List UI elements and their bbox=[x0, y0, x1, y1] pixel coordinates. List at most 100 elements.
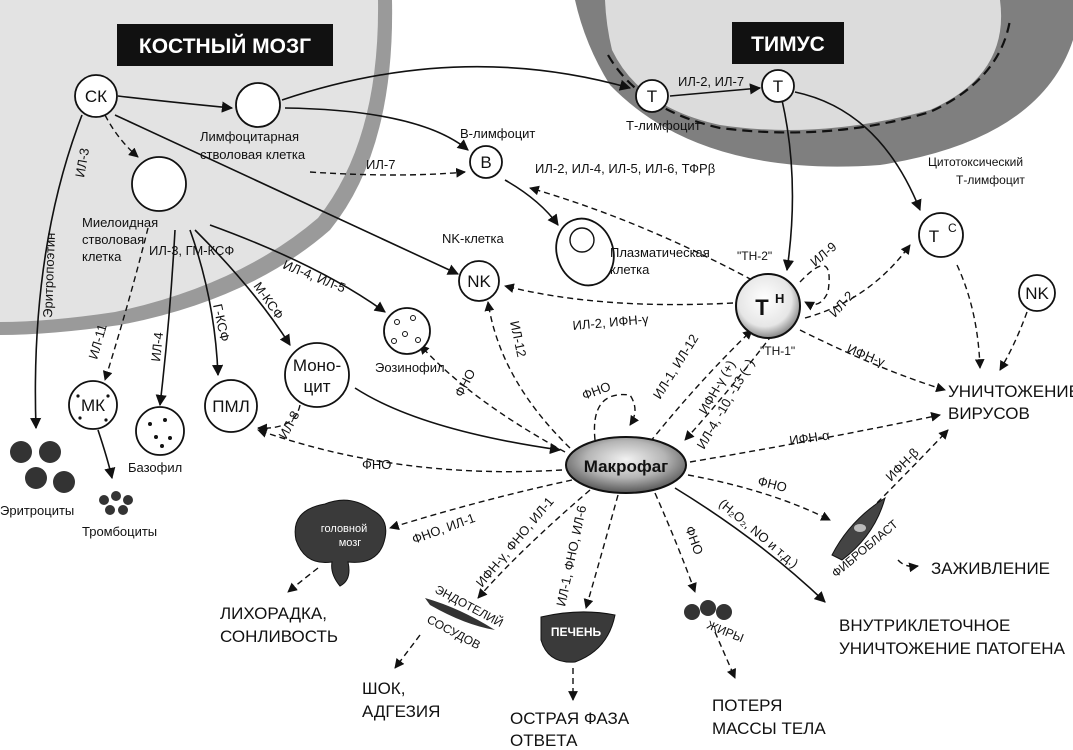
ifn-gamma-right-label: ИФН-γ bbox=[845, 341, 888, 370]
myeloid-stem-label-2: стволовая bbox=[82, 232, 144, 247]
eosinophil-cell: Эозинофил bbox=[375, 307, 445, 375]
monocyte-cell: Моно- цит bbox=[284, 342, 350, 408]
thymus-t-cell: T Т-лимфоцит bbox=[626, 79, 701, 133]
fno-eos-label: ФНО bbox=[451, 366, 478, 399]
il1-il12-label: ИЛ-1, ИЛ-12 bbox=[650, 331, 702, 401]
fat-cells: ЖИРЫ bbox=[684, 600, 746, 645]
plasma-label-2: клетка bbox=[610, 262, 650, 277]
thrombocytes-label: Тромбоциты bbox=[82, 524, 157, 539]
virus-outcome-1: УНИЧТОЖЕНИЕ bbox=[948, 382, 1073, 401]
bone-marrow-title-box bbox=[117, 24, 333, 66]
macrophage-label: Макрофаг bbox=[584, 457, 669, 476]
il3-label: ИЛ-3 bbox=[72, 147, 92, 179]
t-cell: T bbox=[761, 69, 795, 103]
nk-cell-label: NK-клетка bbox=[442, 231, 505, 246]
weight-outcome-2: МАССЫ ТЕЛА bbox=[712, 719, 826, 738]
basophil-cell: Базофил bbox=[128, 406, 185, 475]
intracellular-outcome-2: УНИЧТОЖЕНИЕ ПАТОГЕНА bbox=[839, 639, 1066, 658]
thrombocytes: Тромбоциты bbox=[82, 491, 157, 539]
th2-label: "TH-2" bbox=[737, 249, 772, 263]
il8-label: ИЛ-8 bbox=[275, 408, 302, 441]
weight-outcome-1: ПОТЕРЯ bbox=[712, 696, 782, 715]
il4-il5-label: ИЛ-4, ИЛ-5 bbox=[281, 257, 348, 296]
b-lymphocyte: B B-лимфоцит bbox=[460, 126, 535, 179]
virus-outcome-2: ВИРУСОВ bbox=[948, 404, 1030, 423]
monocyte-label-1: Моно- bbox=[293, 356, 341, 375]
liver-label: ПЕЧЕНЬ bbox=[551, 625, 602, 639]
bone-marrow-title: КОСТНЫЙ МОЗГ bbox=[139, 34, 311, 58]
fever-outcome-1: ЛИХОРАДКА, bbox=[220, 604, 327, 623]
intracellular-outcome-1: ВНУТРИКЛЕТОЧНОЕ bbox=[839, 616, 1010, 635]
ifn-alpha-label: ИФН-α bbox=[788, 427, 831, 448]
plasma-label-1: Плазматическая bbox=[610, 245, 710, 260]
fever-outcome-2: СОНЛИВОСТЬ bbox=[220, 627, 338, 646]
shock-outcome-1: ШОК, bbox=[362, 679, 405, 698]
erythrocytes: Эритроциты bbox=[0, 441, 75, 518]
lymphoid-stem-label-2: стволовая клетка bbox=[200, 147, 306, 162]
il2-ifn-label: ИЛ-2, ИФН-γ bbox=[572, 311, 650, 333]
nk-letter: NK bbox=[467, 272, 491, 291]
th1-label: "TH-1" bbox=[760, 344, 795, 358]
tc-sup: C bbox=[948, 221, 957, 235]
fno-il1-brain-label: ФНО, ИЛ-1 bbox=[410, 510, 477, 547]
nk-cell: NK-клетка NK bbox=[442, 231, 505, 302]
megakaryocyte-cell: МК bbox=[68, 380, 118, 430]
sk-label: СК bbox=[85, 87, 107, 106]
basophil-label: Базофил bbox=[128, 460, 182, 475]
mk-label: МК bbox=[81, 396, 105, 415]
tc-letter: T bbox=[929, 227, 939, 246]
shock-outcome-2: АДГЕЗИЯ bbox=[362, 702, 440, 721]
th-letter: T bbox=[755, 295, 769, 320]
b-letter: B bbox=[480, 153, 491, 172]
brain-organ: головной мозг bbox=[294, 499, 387, 587]
pml-cell: ПМЛ bbox=[204, 379, 258, 433]
il1-fno-il6-label: ИЛ-1, ФНО, ИЛ-6 bbox=[553, 504, 589, 608]
il3-gmcsf-label: ИЛ-3, ГМ-КСФ bbox=[149, 243, 234, 258]
cytotoxic-t-cell: Цитотоксический Т-лимфоцит T C bbox=[918, 155, 1025, 258]
liver-organ: ПЕЧЕНЬ bbox=[540, 611, 616, 663]
il2-tc-label: ИЛ-2 bbox=[826, 288, 857, 320]
monocyte-label-2: цит bbox=[303, 377, 330, 396]
thymus-region: ТИМУС bbox=[575, 0, 1073, 167]
arrows bbox=[30, 65, 1028, 701]
myeloid-stem-label-3: клетка bbox=[82, 249, 122, 264]
healing-outcome: ЗАЖИВЛЕНИЕ bbox=[931, 559, 1050, 578]
il-group-b-label: ИЛ-2, ИЛ-4, ИЛ-5, ИЛ-6, ТФРβ bbox=[535, 161, 715, 176]
fno-loop-label: ФНО bbox=[580, 379, 613, 403]
il9-label: ИЛ-9 bbox=[807, 239, 839, 269]
fno-fats-label: ФНО bbox=[682, 524, 706, 557]
il12-label: ИЛ-12 bbox=[507, 320, 529, 359]
plasma-cell: Плазматическая клетка bbox=[555, 217, 710, 287]
fats-label: ЖИРЫ bbox=[705, 618, 746, 645]
ifn-fno-il1-label: ИФН-γ, ФНО, ИЛ-1 bbox=[473, 494, 557, 590]
erythrocytes-label: Эритроциты bbox=[0, 503, 74, 518]
endothelium-organ: ЭНДОТЕЛИЙ СОСУДОВ bbox=[425, 581, 506, 652]
myeloid-stem-label-1: Миелоидная bbox=[82, 215, 158, 230]
cytotoxic-label-1: Цитотоксический bbox=[928, 155, 1023, 169]
il7-label: ИЛ-7 bbox=[366, 157, 395, 172]
macrophage-cell: Макрофаг bbox=[565, 436, 687, 494]
fibroblast-cell: ФИБРОБЛАСТ bbox=[829, 496, 901, 580]
brain-label-1: головной bbox=[321, 523, 368, 535]
sk-cell: СК bbox=[74, 74, 118, 118]
acute-outcome-1: ОСТРАЯ ФАЗА bbox=[510, 709, 630, 728]
m-csf-label: М-КСФ bbox=[251, 279, 287, 322]
thymus-title-box bbox=[732, 22, 844, 64]
nk-cell-right: NK bbox=[1018, 274, 1056, 312]
lymphoid-stem-label-1: Лимфоцитарная bbox=[200, 129, 299, 144]
myeloid-stem-cell: Миелоидная стволовая клетка bbox=[82, 156, 187, 264]
pml-label: ПМЛ bbox=[212, 397, 250, 416]
fno-pml-label: ФНО bbox=[362, 457, 391, 472]
t-letter: T bbox=[773, 77, 783, 96]
cytotoxic-label-2: Т-лимфоцит bbox=[956, 173, 1025, 187]
brain-label-2: мозг bbox=[339, 537, 362, 549]
thymus-t-letter: T bbox=[647, 87, 657, 106]
h2o2-no-label: (H₂O₂, NO и т.д.) bbox=[716, 496, 801, 571]
il2-il7-label: ИЛ-2, ИЛ-7 bbox=[678, 74, 744, 89]
eosinophil-label: Эозинофил bbox=[375, 360, 445, 375]
thymus-title: ТИМУС bbox=[751, 33, 825, 56]
acute-outcome-2: ОТВЕТА bbox=[510, 731, 578, 750]
b-lymphocyte-label: B-лимфоцит bbox=[460, 126, 535, 141]
